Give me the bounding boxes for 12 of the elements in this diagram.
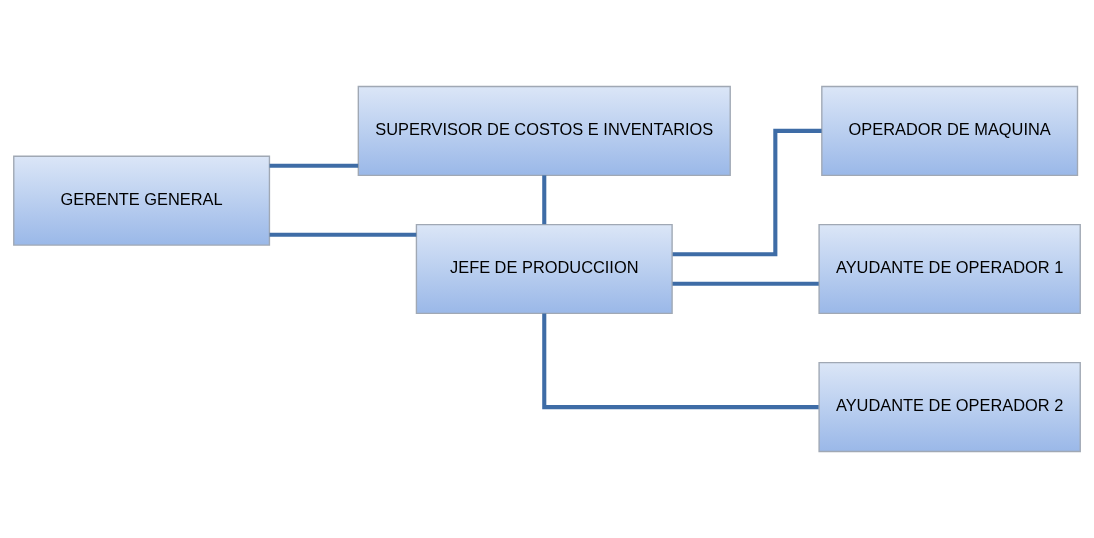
node-box: GERENTE GENERAL	[13, 155, 271, 246]
connector	[542, 313, 819, 410]
connector	[269, 232, 417, 237]
connector	[542, 175, 547, 225]
node-box: AYUDANTE DE OPERADOR 2	[818, 361, 1081, 453]
connector	[672, 128, 822, 257]
node-box: OPERADOR DE MAQUINA	[821, 85, 1079, 177]
node-box: AYUDANTE DE OPERADOR 1	[818, 223, 1081, 315]
connector	[269, 163, 359, 168]
node-box: JEFE DE PRODUCCIION	[415, 223, 673, 315]
connector	[672, 281, 819, 286]
node-box: SUPERVISOR DE COSTOS E INVENTARIOS	[357, 85, 731, 177]
